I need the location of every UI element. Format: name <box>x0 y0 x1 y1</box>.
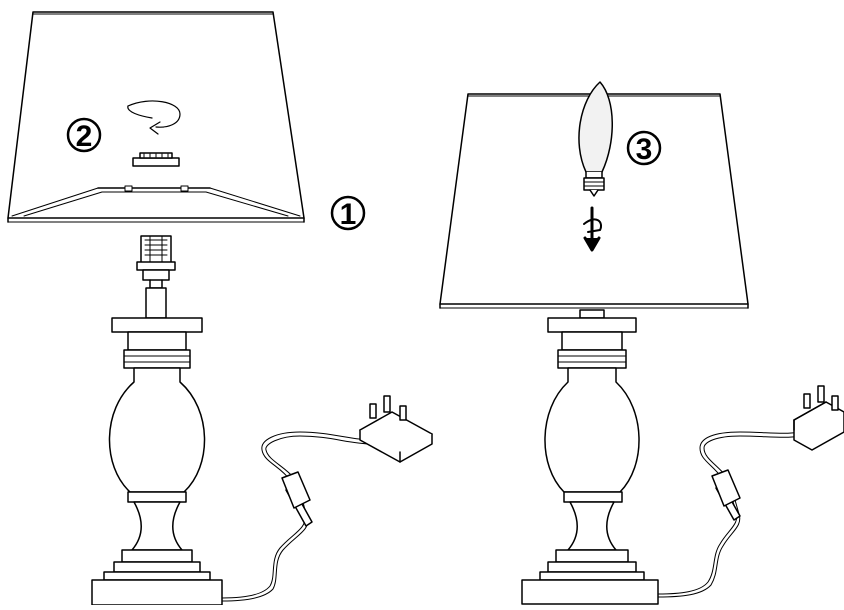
left-shade-body <box>7 11 305 219</box>
plug-icon <box>359 395 433 463</box>
right-lamp: 3 <box>439 81 844 605</box>
rotate-arrow-icon <box>127 100 181 135</box>
step-1-marker: 1 <box>330 195 366 231</box>
left-power-cord <box>221 431 373 602</box>
step-3-marker: 3 <box>626 130 662 166</box>
left-bulb-holder <box>136 235 176 319</box>
step-3-label: 3 <box>636 133 653 166</box>
right-lamp-base <box>521 309 659 605</box>
step-2-marker: 2 <box>66 117 102 153</box>
right-lampshade <box>439 93 749 309</box>
shade-ring-nut <box>132 152 180 167</box>
left-lamp: 2 1 <box>7 11 433 606</box>
right-power-cord <box>657 429 809 598</box>
insert-arrow-icon <box>583 206 602 252</box>
left-lamp-base <box>91 317 223 606</box>
inline-switch-icon <box>281 471 313 527</box>
step-1-label: 1 <box>340 198 357 231</box>
light-bulb-icon <box>578 81 613 197</box>
left-lampshade <box>7 11 305 223</box>
right-inline-switch-icon <box>711 469 741 521</box>
step-2-label: 2 <box>76 120 93 153</box>
right-plug-icon <box>793 385 844 451</box>
